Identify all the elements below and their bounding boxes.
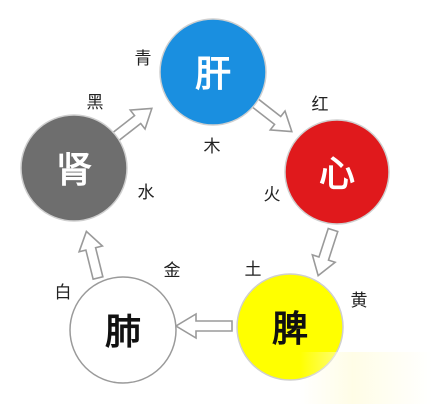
heart-circle [284, 119, 390, 225]
arrow-heart-to-spleen [311, 227, 339, 278]
node-liver: 肝 [159, 18, 267, 126]
arrow-kidney-to-liver [109, 107, 153, 144]
liver-label: 肝 [195, 54, 231, 95]
spleen-label: 脾 [272, 309, 308, 350]
kidney-circle [20, 114, 128, 222]
kidney-color-label: 黑 [87, 93, 104, 113]
arrows [77, 96, 339, 340]
spleen-color-label: 黄 [351, 291, 368, 311]
liver-circle [159, 18, 267, 126]
lung-element-label: 金 [164, 261, 181, 281]
heart-label: 心 [319, 154, 355, 195]
liver-color-label: 青 [135, 49, 152, 69]
node-kidney: 肾 [20, 114, 128, 222]
spleen-element-label: 土 [245, 260, 262, 280]
node-heart: 心 [284, 119, 390, 225]
kidney-element-label: 水 [138, 183, 155, 203]
lung-color-label: 白 [55, 283, 72, 303]
liver-element-label: 木 [204, 137, 221, 157]
lung-circle [69, 276, 177, 384]
arrow-liver-to-heart [249, 96, 293, 133]
corner-fade-overlay [300, 352, 432, 404]
node-lung: 肺 [69, 276, 177, 384]
heart-color-label: 红 [312, 95, 329, 115]
lung-label: 肺 [105, 312, 141, 353]
arrow-spleen-to-lung [174, 312, 233, 340]
kidney-label: 肾 [56, 150, 92, 191]
arrow-lung-to-kidney [77, 230, 105, 281]
heart-element-label: 火 [264, 185, 281, 205]
